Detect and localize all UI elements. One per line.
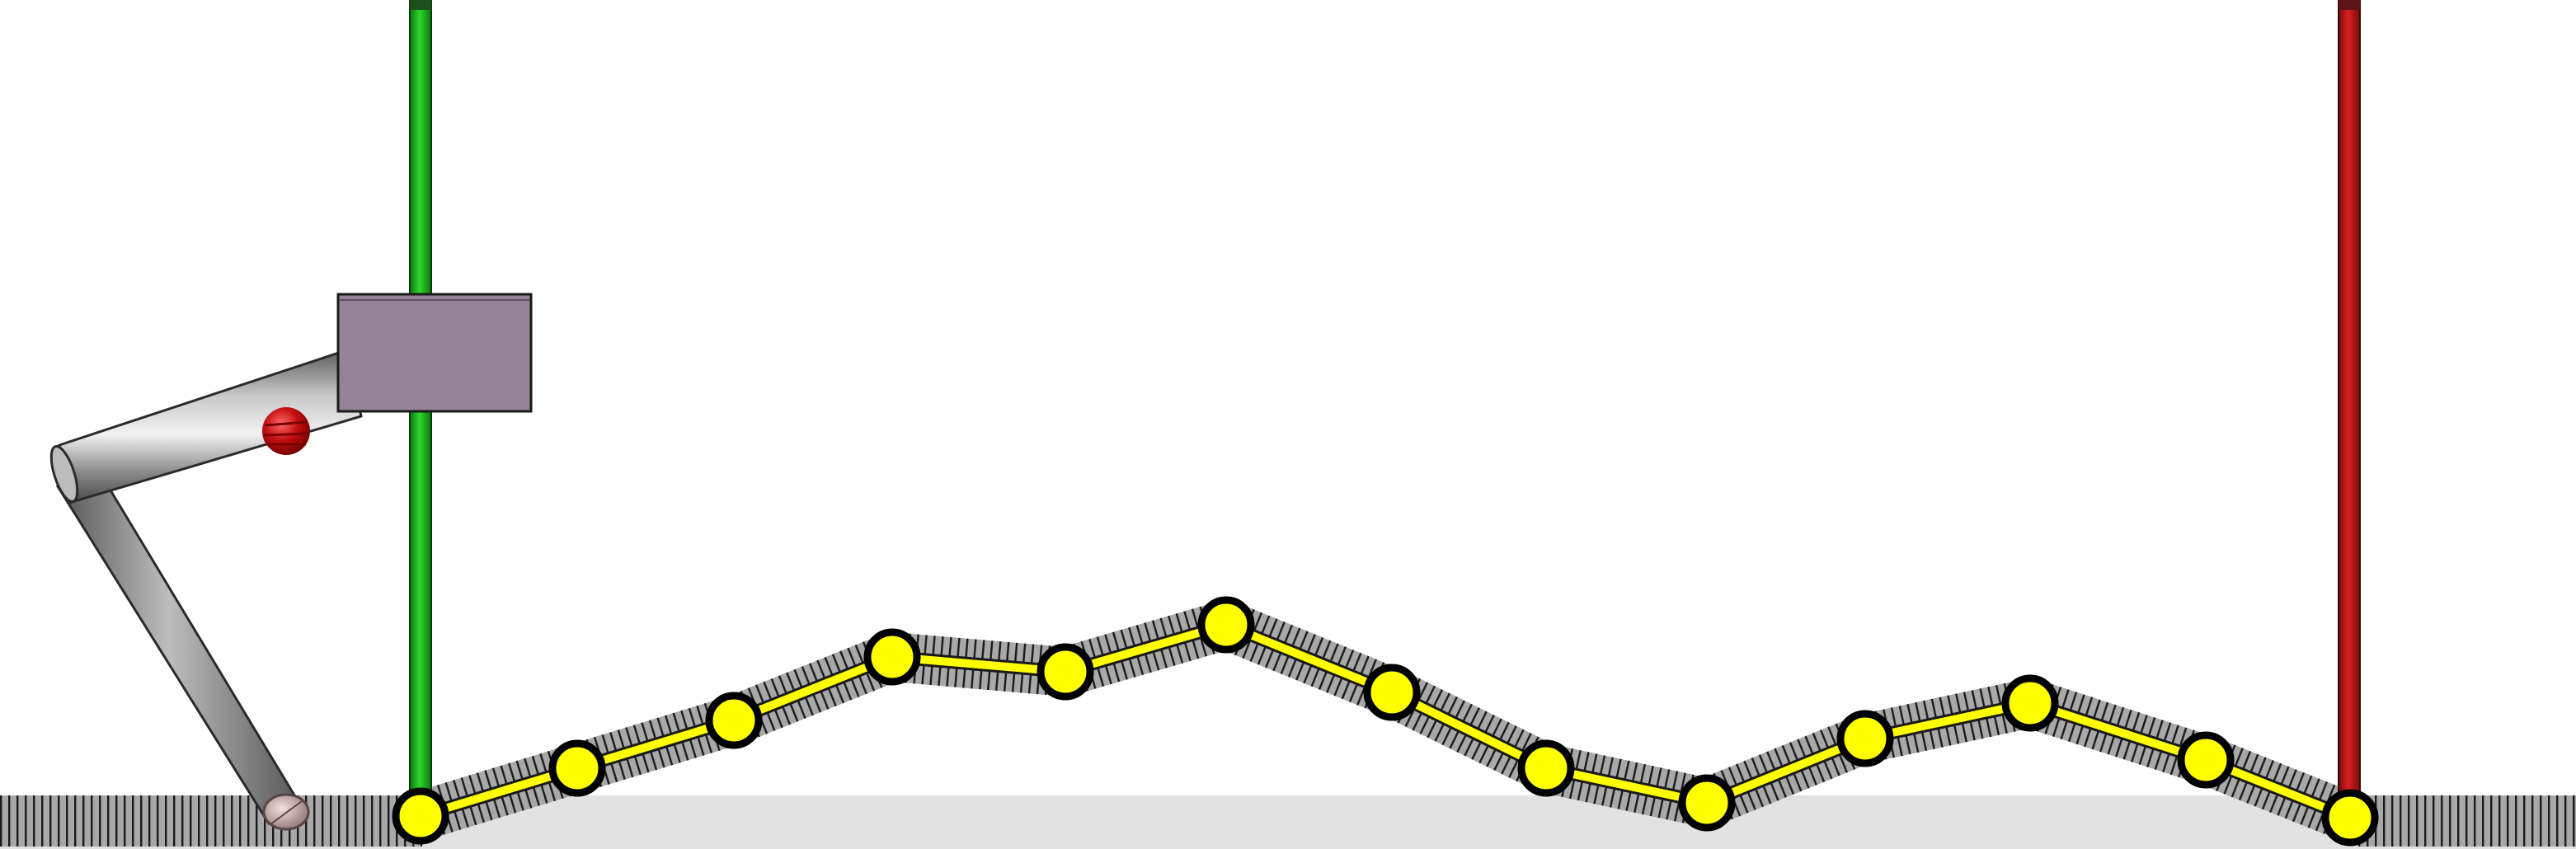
rope-node[interactable] [705, 692, 763, 749]
upper-arm[interactable] [46, 349, 363, 504]
lower-arm[interactable] [55, 463, 306, 825]
ground-track-left [0, 795, 422, 847]
rope-node[interactable] [1836, 710, 1894, 767]
rope-node[interactable] [1363, 664, 1421, 721]
rope-node[interactable] [1197, 596, 1255, 654]
red-pole[interactable] [2338, 0, 2361, 817]
rope-node[interactable] [2001, 674, 2059, 732]
rope-node[interactable] [2177, 731, 2235, 789]
rope-node[interactable] [863, 628, 921, 686]
rope-node[interactable] [548, 739, 606, 797]
ground-track-right [2358, 795, 2576, 847]
shoulder-joint[interactable] [262, 407, 310, 455]
slider-block[interactable] [336, 293, 533, 413]
rope-node[interactable] [2321, 789, 2379, 847]
foot[interactable] [262, 793, 310, 831]
rope-node[interactable] [1517, 739, 1575, 797]
rope-node[interactable] [1678, 774, 1736, 832]
rope-node[interactable] [1037, 643, 1094, 701]
rope-nodes [392, 596, 2379, 847]
rope-node[interactable] [392, 787, 449, 845]
